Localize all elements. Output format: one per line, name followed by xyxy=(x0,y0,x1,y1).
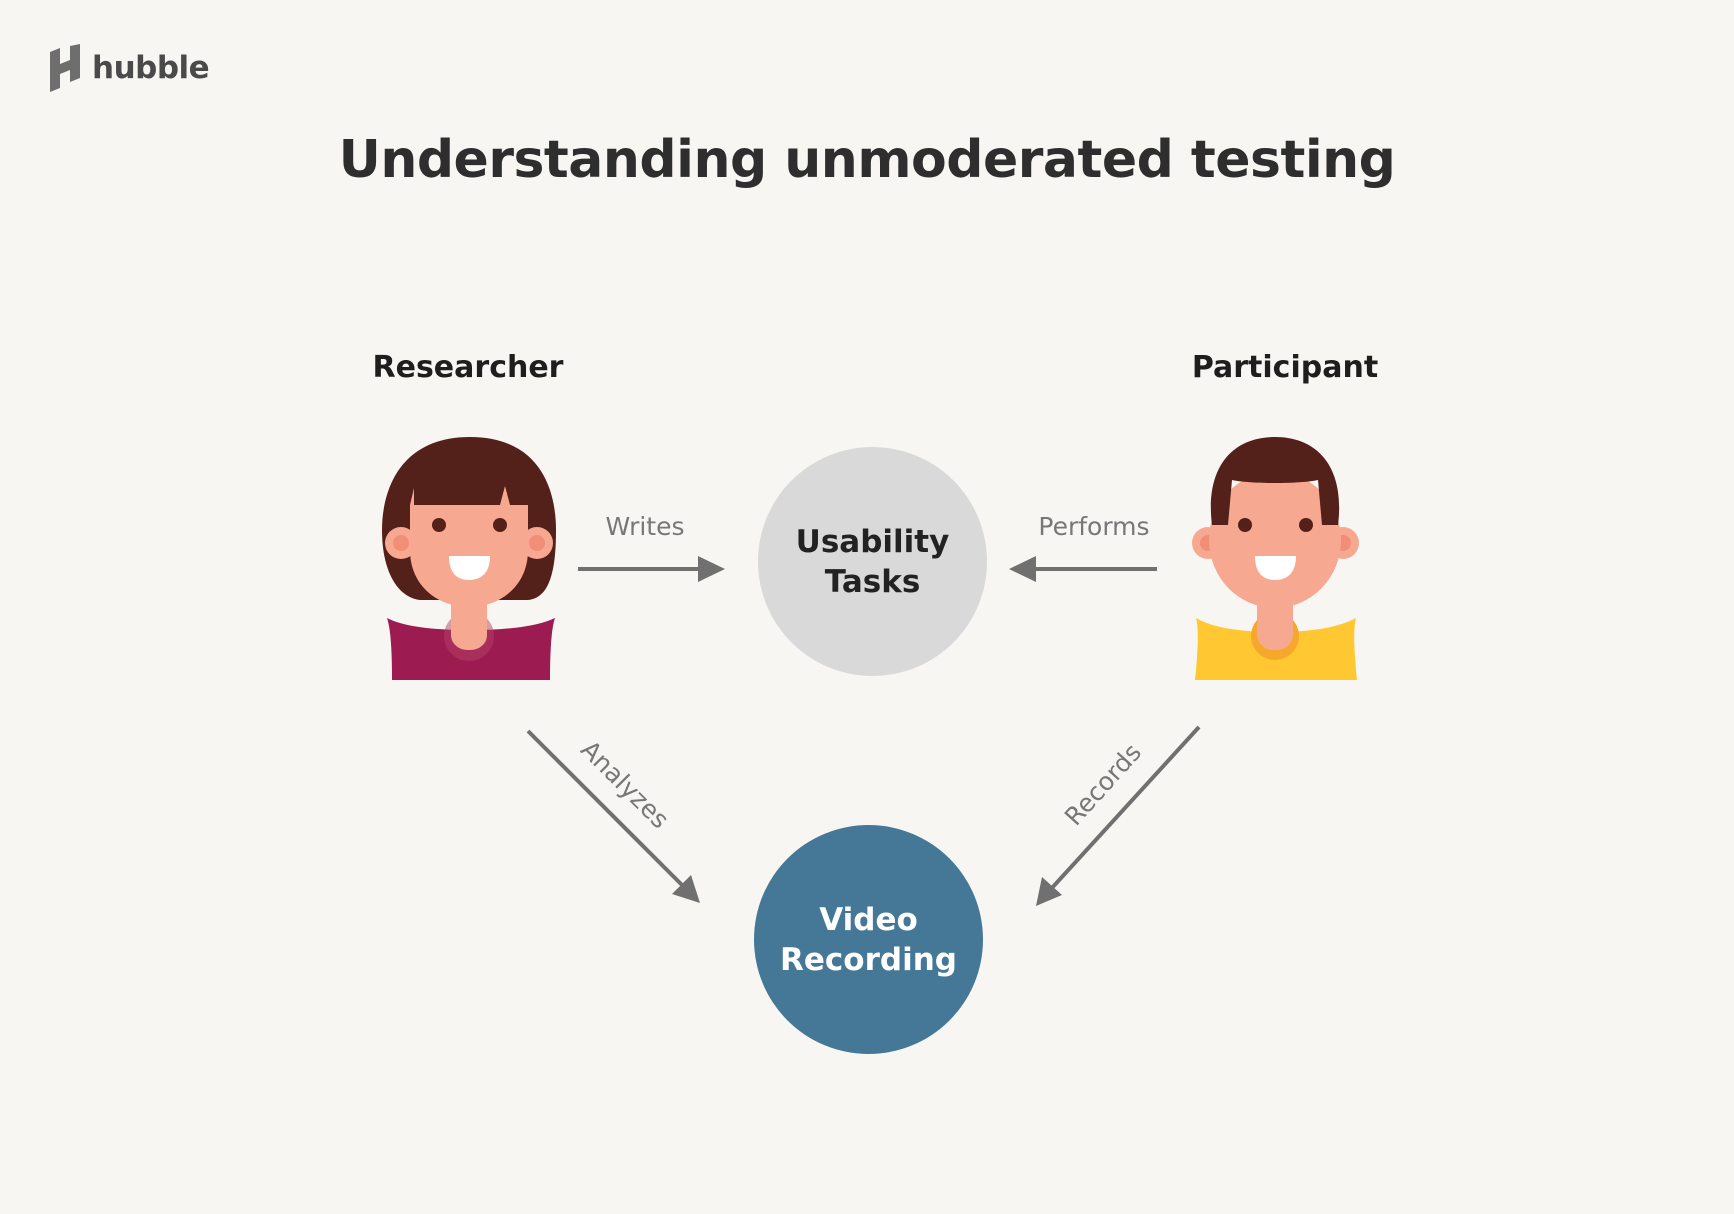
usability-tasks-line1: Usability xyxy=(795,523,950,560)
writes-arrow xyxy=(578,556,725,582)
writes-label: Writes xyxy=(605,512,685,541)
performs-arrow xyxy=(1009,556,1157,582)
hubble-h-icon xyxy=(50,44,80,92)
analyzes-arrow xyxy=(526,729,700,903)
usability-tasks-line2: Tasks xyxy=(824,563,921,600)
video-recording-line2: Recording xyxy=(780,941,957,978)
page-title: Understanding unmoderated testing xyxy=(338,130,1396,190)
records-arrow xyxy=(1036,725,1201,906)
usability-tasks-node: Usability Tasks xyxy=(758,447,987,676)
brand-name: hubble xyxy=(92,50,210,86)
performs-label: Performs xyxy=(1038,512,1150,541)
researcher-label: Researcher xyxy=(372,350,564,385)
video-recording-node: Video Recording xyxy=(754,825,983,1054)
brand-logo: hubble xyxy=(48,44,210,92)
participant-label: Participant xyxy=(1191,350,1379,385)
video-recording-line1: Video xyxy=(819,901,918,938)
